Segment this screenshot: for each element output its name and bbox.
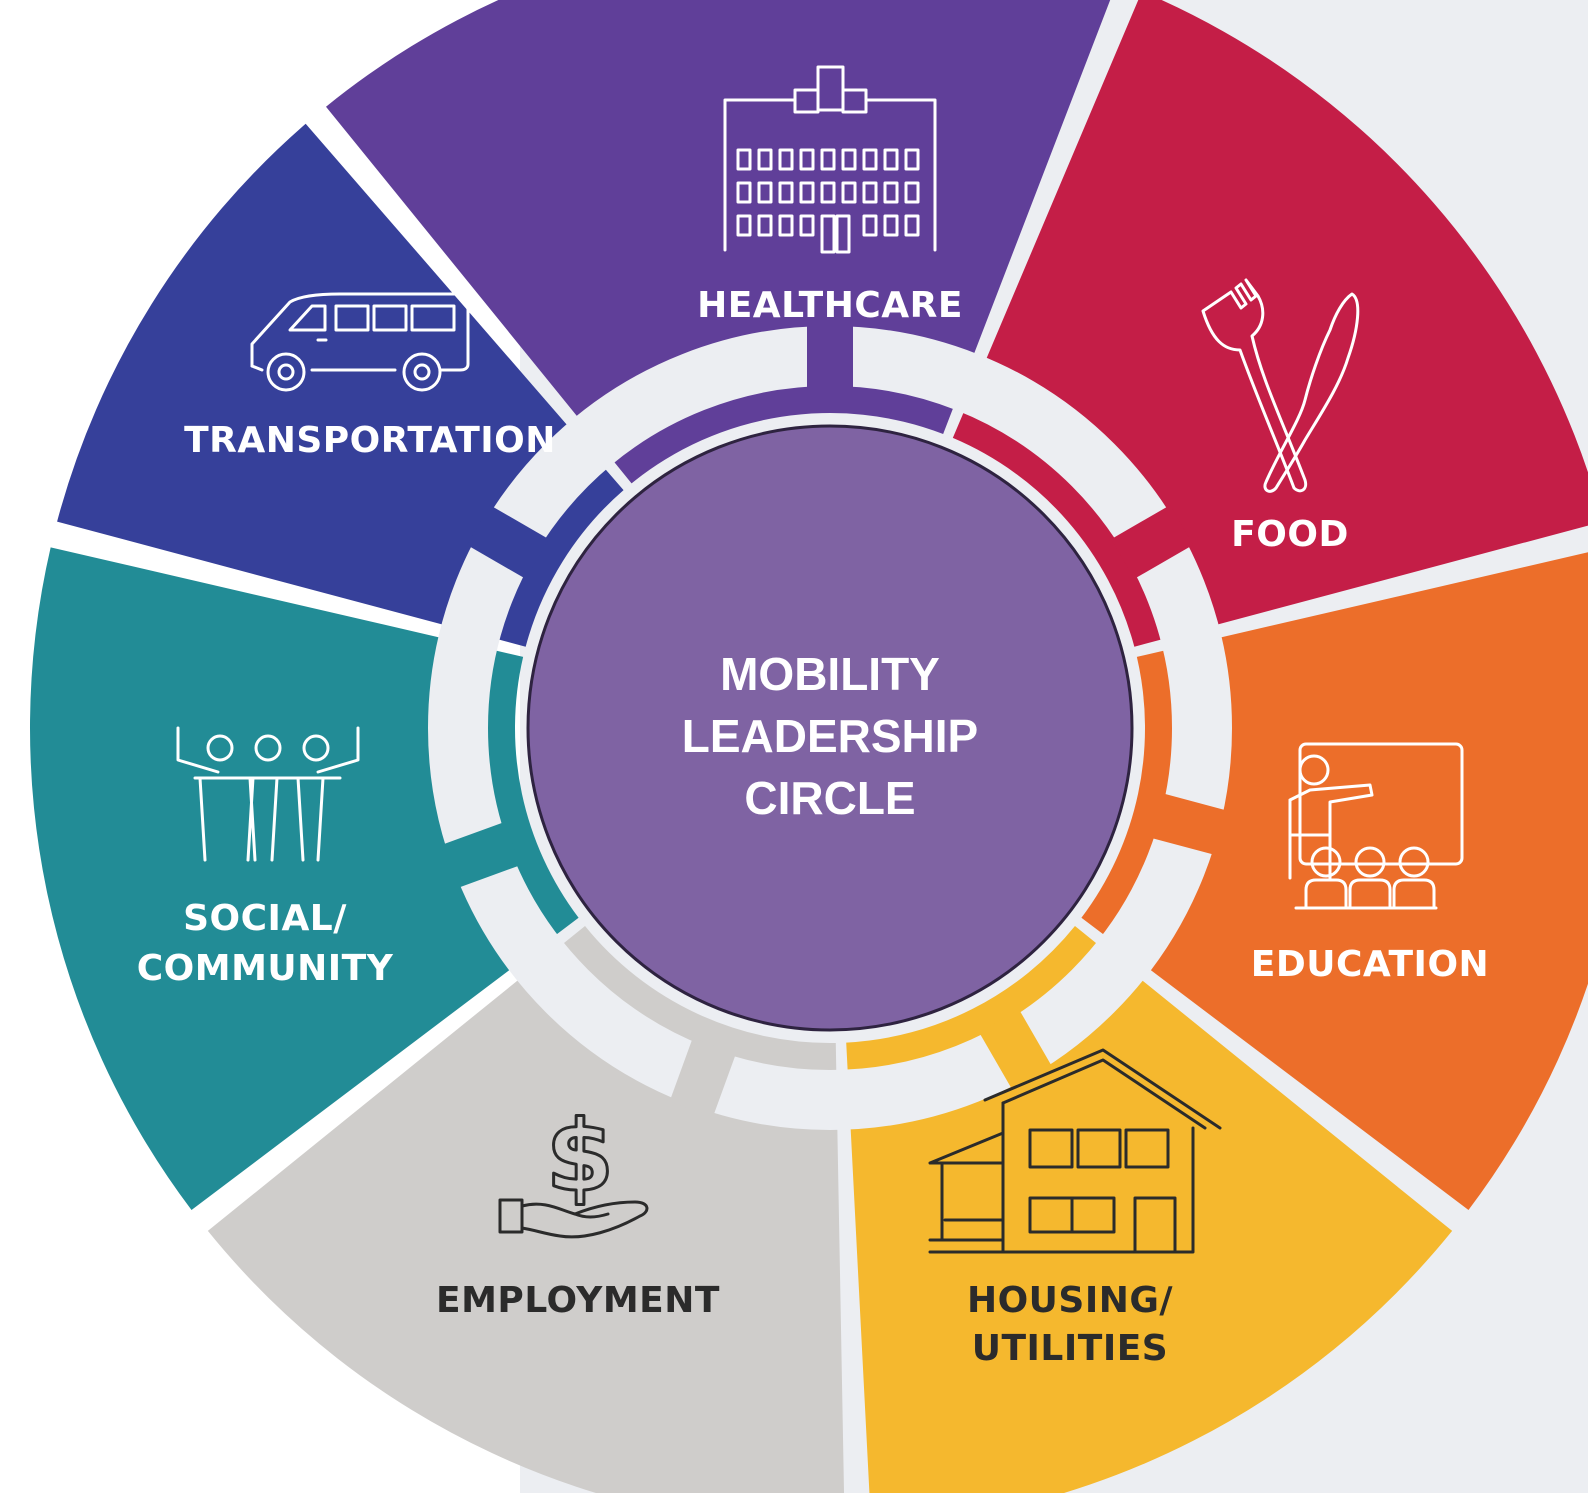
classroom-icon	[1288, 742, 1464, 910]
van-icon	[250, 292, 470, 392]
label-housing: HOUSING/UTILITIES	[967, 1280, 1173, 1369]
segment-transportation	[57, 123, 624, 647]
center-circle	[526, 424, 1134, 1032]
connector-social	[440, 821, 521, 889]
label-food: FOOD	[1231, 514, 1349, 555]
center-title-line: LEADERSHIP	[682, 710, 978, 762]
center-title: MOBILITY LEADERSHIP CIRCLE	[682, 648, 978, 824]
house-icon	[928, 1048, 1222, 1254]
label-healthcare: HEALTHCARE	[697, 285, 963, 326]
people-group-icon	[176, 726, 360, 862]
money-hand-icon: $	[498, 1099, 649, 1239]
connector-food	[1111, 505, 1194, 579]
label-employment: EMPLOYMENT	[436, 1280, 720, 1321]
connector-housing	[979, 1009, 1053, 1092]
center-title-line: MOBILITY	[720, 648, 940, 700]
label-education: EDUCATION	[1251, 944, 1489, 985]
connector-transportation	[466, 505, 549, 579]
svg-text:$: $	[546, 1100, 614, 1214]
label-transportation: TRANSPORTATION	[184, 420, 556, 461]
connector-employment	[669, 1037, 737, 1118]
connector-education	[1150, 793, 1229, 856]
hospital-icon	[723, 65, 937, 254]
label-social: SOCIAL/COMMUNITY	[137, 898, 394, 989]
fork-knife-icon	[1201, 278, 1360, 493]
center-title-line: CIRCLE	[744, 772, 915, 824]
